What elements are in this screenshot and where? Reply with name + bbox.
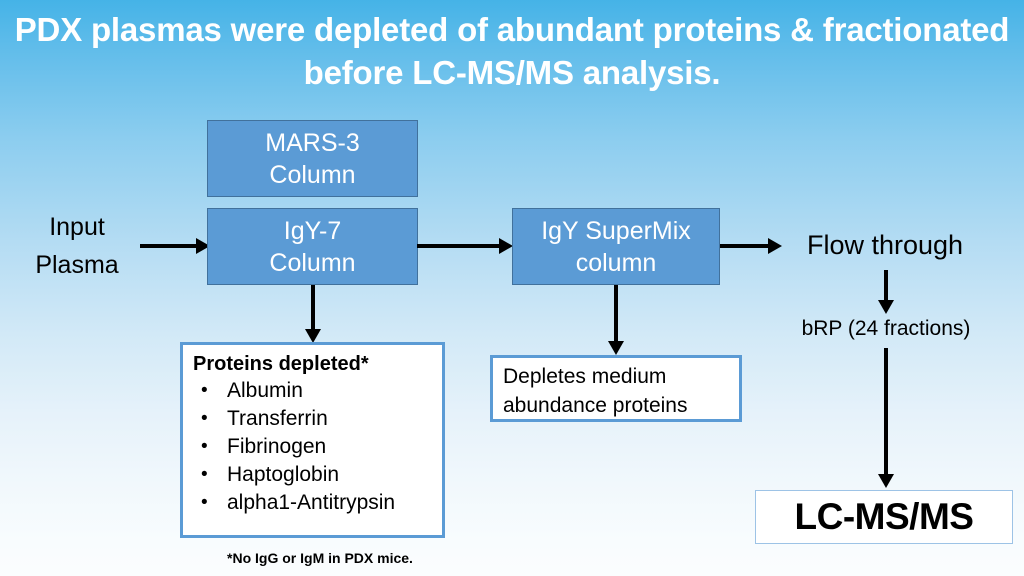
arrow-supermix-to-depletes-icon — [606, 285, 626, 355]
depletes-medium-abundance-callout: Depletes medium abundance proteins — [490, 355, 742, 422]
arrow-brp-to-lcmsms-icon — [876, 348, 896, 488]
box-igy7-column[interactable]: IgY-7 Column — [207, 208, 418, 285]
igy7-line2: Column — [269, 248, 356, 277]
mars3-line1: MARS-3 — [265, 128, 360, 157]
mars3-line2: Column — [269, 160, 356, 189]
arrow-igy7-to-supermix-icon — [417, 236, 513, 256]
proteins-depleted-list: Albumin Transferrin Fibrinogen Haptoglob… — [193, 377, 438, 517]
box-igy-supermix-column[interactable]: IgY SuperMix column — [512, 208, 720, 285]
arrow-input-to-igy7-icon — [140, 236, 210, 256]
proteins-depleted-heading: Proteins depleted* — [193, 353, 369, 375]
lcmsms-label: LC-MS/MS — [794, 496, 974, 537]
arrow-flowthrough-to-brp-icon — [876, 270, 896, 314]
depletes-line2: abundance proteins — [503, 394, 688, 417]
input-plasma-line1: Input — [49, 213, 105, 241]
page-title: PDX plasmas were depleted of abundant pr… — [14, 11, 1010, 91]
flow-through-label: Flow through — [806, 230, 964, 260]
igy7-line1: IgY-7 — [283, 216, 342, 245]
depletes-line1: Depletes medium — [503, 365, 667, 388]
supermix-line1: IgY SuperMix — [541, 216, 691, 245]
input-plasma-line2: Plasma — [35, 251, 119, 279]
list-item: Haptoglobin — [193, 461, 438, 489]
list-item: alpha1-Antitrypsin — [193, 489, 438, 517]
box-mars3-column[interactable]: MARS-3 Column — [207, 120, 418, 197]
lcmsms-box[interactable]: LC-MS/MS — [755, 490, 1013, 544]
input-plasma-label: Input Plasma — [12, 208, 142, 284]
list-item: Albumin — [193, 377, 438, 405]
arrow-supermix-to-flowthrough-icon — [720, 236, 782, 256]
proteins-depleted-callout: Proteins depleted* Albumin Transferrin F… — [180, 342, 445, 538]
arrow-igy7-to-proteins-icon — [303, 285, 323, 343]
list-item: Transferrin — [193, 405, 438, 433]
footnote-text: *No IgG or IgM in PDX mice. — [227, 550, 413, 566]
list-item: Fibrinogen — [193, 433, 438, 461]
brp-fractions-label: bRP (24 fractions) — [801, 317, 971, 340]
supermix-line2: column — [575, 248, 657, 277]
